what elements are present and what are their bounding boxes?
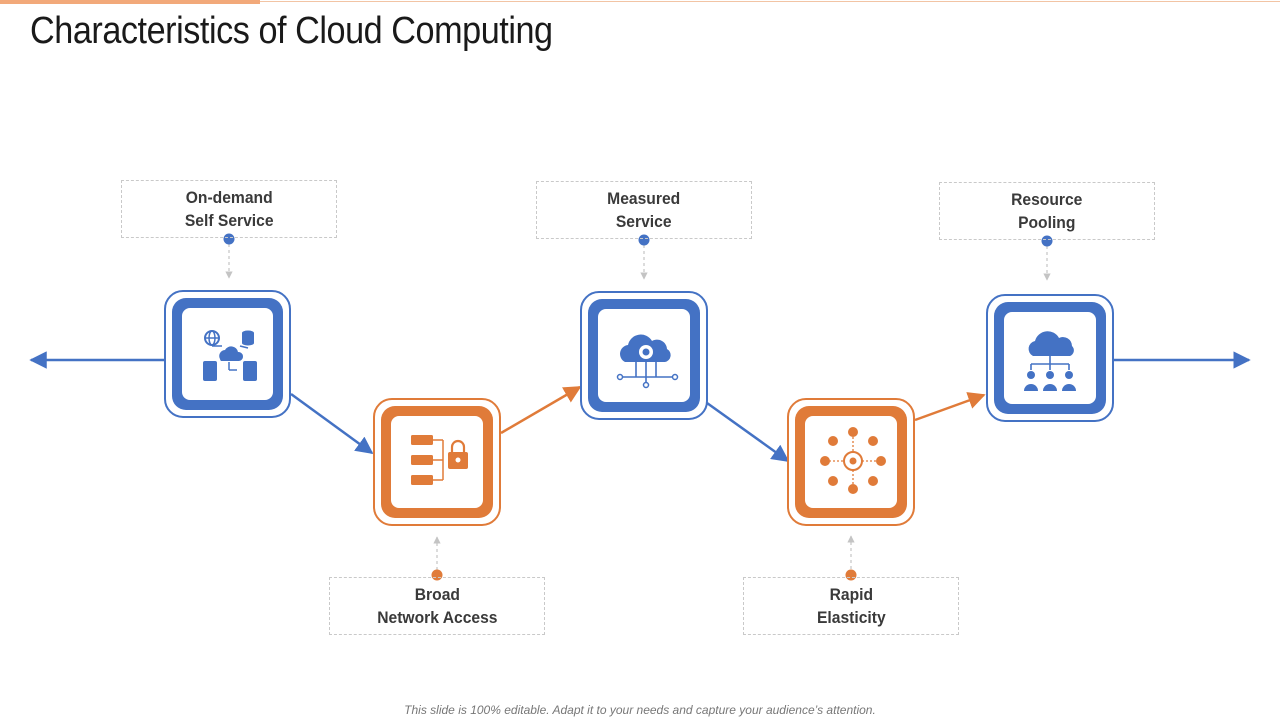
- label-dot-3: [638, 234, 650, 246]
- step-label-2: Broad Network Access: [376, 585, 498, 627]
- flow-arrow-1: [290, 392, 374, 455]
- server-lock-icon: [411, 435, 468, 485]
- slide-title: Characteristics of Cloud Computing: [30, 10, 553, 52]
- step-label-4: Rapid Elasticity: [816, 585, 886, 627]
- flow-arrow-2: [500, 385, 582, 435]
- flow-arrow-3: [706, 401, 790, 463]
- cloud-users-icon: [1024, 331, 1076, 391]
- step-label-box-2: Broad Network Access: [329, 577, 545, 635]
- label-dot-1: [223, 233, 235, 245]
- step-box-4: [787, 398, 915, 526]
- step-box-3: [580, 291, 708, 420]
- top-rule: [260, 1, 1280, 2]
- step-label-3: Measured Service: [607, 189, 681, 231]
- flow-arrow-4: [914, 392, 986, 422]
- cloud-database-icon: [203, 330, 257, 381]
- step-label-1: On-demand Self Service: [184, 188, 274, 230]
- step-label-box-3: Measured Service: [536, 181, 752, 239]
- step-label-box-5: Resource Pooling: [939, 182, 1155, 240]
- step-label-box-1: On-demand Self Service: [121, 180, 337, 238]
- step-box-5: [986, 294, 1114, 422]
- network-nodes-icon: [820, 427, 886, 494]
- step-box-1: [164, 290, 291, 418]
- label-dot-5: [1041, 235, 1053, 247]
- slide-footer: This slide is 100% editable. Adapt it to…: [404, 703, 876, 717]
- step-label-5: Resource Pooling: [1011, 190, 1083, 232]
- top-accent-bar: [0, 0, 260, 4]
- step-box-2: [373, 398, 501, 526]
- step-label-box-4: Rapid Elasticity: [743, 577, 959, 635]
- cloud-gear-icon: [616, 334, 679, 389]
